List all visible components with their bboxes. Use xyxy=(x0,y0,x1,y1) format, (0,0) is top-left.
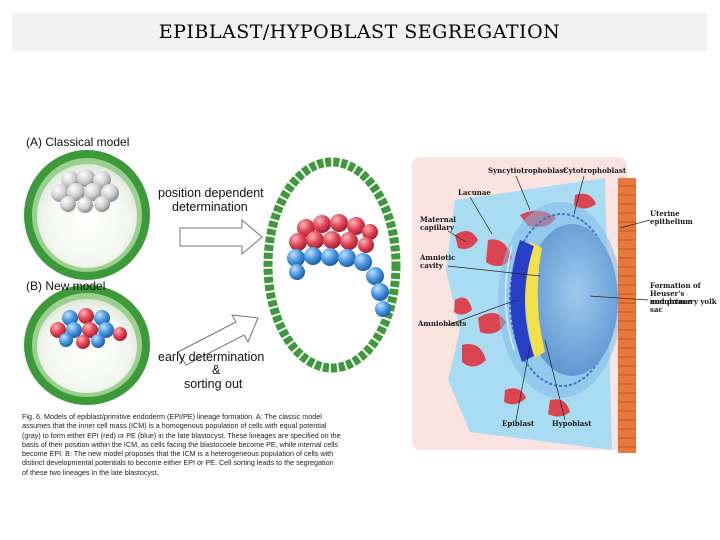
amniotic-cavity-label-2: cavity xyxy=(420,262,443,270)
lacunae-label: Lacunae xyxy=(458,189,491,197)
uterine-epithelium xyxy=(618,178,636,453)
syncytiotrophoblast-label: Syncytiotrophoblast xyxy=(488,167,567,175)
hypoblast-label: Hypoblast xyxy=(552,420,592,428)
uterine-epithelium-label-2: epithelium xyxy=(650,218,693,226)
cytotrophoblast-label: Cytotrophoblast xyxy=(563,167,626,175)
formation-label-3: and primary yolk sac xyxy=(650,298,720,314)
maternal-capillary-label-2: capillary xyxy=(420,224,454,232)
amnioblasts-label: Amnioblasts xyxy=(418,320,466,328)
epiblast-label: Epiblast xyxy=(502,420,534,428)
